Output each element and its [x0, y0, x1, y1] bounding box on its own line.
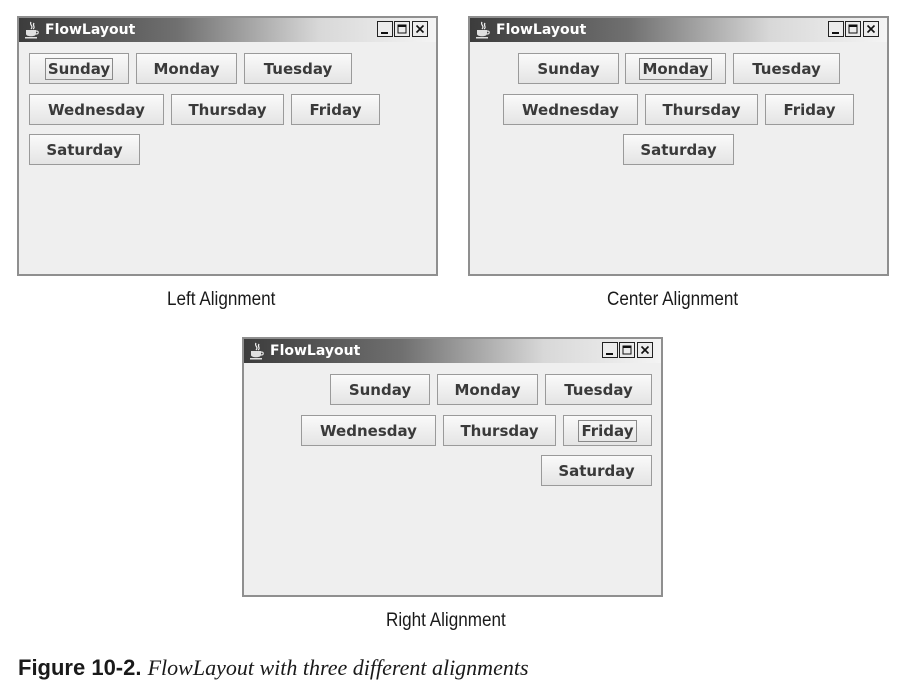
tuesday-button[interactable]: Tuesday [545, 374, 652, 405]
title-bar[interactable]: FlowLayout [244, 339, 661, 363]
monday-button[interactable]: Monday [437, 374, 538, 405]
maximize-icon[interactable] [845, 21, 861, 37]
caption-left-alignment: Left Alignment [167, 289, 276, 310]
minimize-icon[interactable] [828, 21, 844, 37]
figure-caption-text: FlowLayout with three different alignmen… [147, 655, 529, 680]
content-pane: Sunday Monday Tuesday Wednesday Thursday… [470, 42, 887, 274]
figure-number: Figure 10-2. [18, 655, 142, 680]
monday-button[interactable]: Monday [136, 53, 237, 84]
sunday-button[interactable]: Sunday [29, 53, 129, 84]
saturday-button[interactable]: Saturday [623, 134, 734, 165]
window-title: FlowLayout [45, 22, 136, 38]
wednesday-button[interactable]: Wednesday [29, 94, 164, 125]
window-title: FlowLayout [496, 22, 587, 38]
minimize-icon[interactable] [602, 342, 618, 358]
maximize-icon[interactable] [394, 21, 410, 37]
monday-button[interactable]: Monday [625, 53, 726, 84]
wednesday-button[interactable]: Wednesday [503, 94, 638, 125]
title-bar[interactable]: FlowLayout [470, 18, 887, 42]
thursday-button[interactable]: Thursday [443, 415, 556, 446]
content-pane: Sunday Monday Tuesday Wednesday Thursday… [244, 363, 661, 595]
friday-button[interactable]: Friday [563, 415, 652, 446]
saturday-button[interactable]: Saturday [29, 134, 140, 165]
minimize-icon[interactable] [377, 21, 393, 37]
flowlayout-window-right: FlowLayout Sunday Monday Tuesday Wednesd… [242, 337, 663, 597]
java-cup-icon [250, 342, 264, 360]
thursday-button[interactable]: Thursday [171, 94, 284, 125]
flowlayout-window-center: FlowLayout Sunday Monday Tuesday Wednesd… [468, 16, 889, 276]
thursday-button[interactable]: Thursday [645, 94, 758, 125]
saturday-button[interactable]: Saturday [541, 455, 652, 486]
friday-button[interactable]: Friday [291, 94, 380, 125]
wednesday-button[interactable]: Wednesday [301, 415, 436, 446]
title-bar[interactable]: FlowLayout [19, 18, 436, 42]
close-icon[interactable] [863, 21, 879, 37]
caption-right-alignment: Right Alignment [386, 610, 506, 631]
sunday-button[interactable]: Sunday [518, 53, 619, 84]
java-cup-icon [476, 21, 490, 39]
tuesday-button[interactable]: Tuesday [733, 53, 840, 84]
caption-center-alignment: Center Alignment [607, 289, 739, 310]
close-icon[interactable] [412, 21, 428, 37]
tuesday-button[interactable]: Tuesday [244, 53, 352, 84]
content-pane: Sunday Monday Tuesday Wednesday Thursday… [19, 42, 436, 274]
maximize-icon[interactable] [619, 342, 635, 358]
window-title: FlowLayout [270, 343, 361, 359]
flowlayout-window-left: FlowLayout Sunday Monday Tuesday Wednesd… [17, 16, 438, 276]
java-cup-icon [25, 21, 39, 39]
figure-caption: Figure 10-2. FlowLayout with three diffe… [18, 655, 529, 681]
sunday-button[interactable]: Sunday [330, 374, 430, 405]
close-icon[interactable] [637, 342, 653, 358]
friday-button[interactable]: Friday [765, 94, 854, 125]
